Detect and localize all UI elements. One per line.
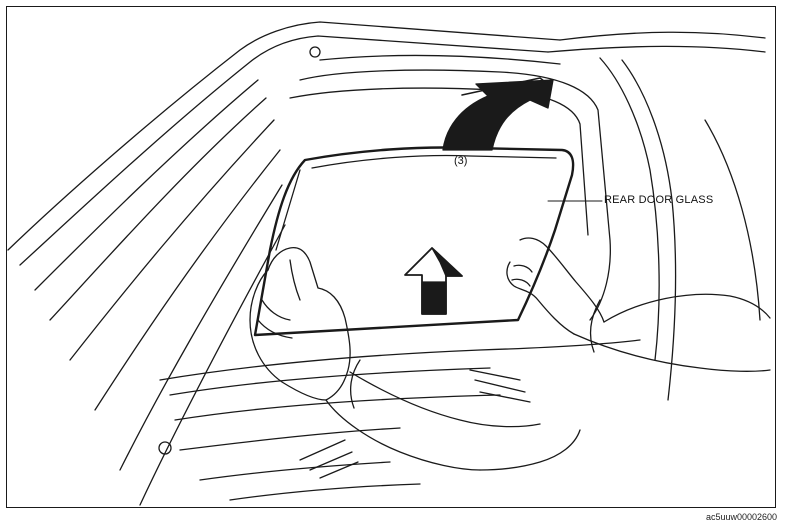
lift-up-arrow <box>404 247 463 315</box>
vehicle-body-outline <box>7 21 766 506</box>
right-hand <box>506 237 771 372</box>
figure-code: ac5uuw00002600 <box>706 512 778 522</box>
left-hand <box>249 246 581 471</box>
removal-arrow <box>442 77 554 151</box>
figure-frame <box>6 6 776 508</box>
rear-door-glass-label: REAR DOOR GLASS <box>604 194 714 206</box>
rear-door-glass <box>253 146 575 337</box>
step-number-label: (3) <box>454 155 468 167</box>
